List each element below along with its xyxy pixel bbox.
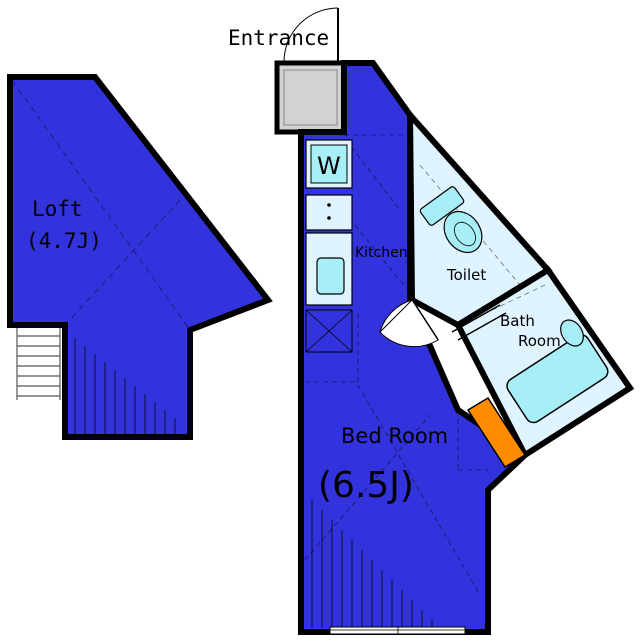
storage-closet xyxy=(466,396,527,469)
bedroom-window xyxy=(329,626,466,635)
main-unit xyxy=(298,60,530,635)
bedroom-size-label: (6.5J) xyxy=(318,465,414,506)
toilet-tank xyxy=(419,186,465,226)
loft-area xyxy=(7,74,273,440)
refrigerator-space xyxy=(305,309,353,353)
kitchen-sink xyxy=(316,257,345,295)
loft-ladder xyxy=(16,328,61,400)
loft-hatching xyxy=(74,338,176,434)
bath-label-line2: Room xyxy=(518,332,561,350)
loft-label: Loft xyxy=(32,197,83,221)
entrance-floor xyxy=(274,60,347,135)
toilet-bowl xyxy=(443,210,483,254)
loft-floor xyxy=(7,74,273,440)
bedroom-label: Bed Room xyxy=(341,424,448,448)
kitchen-label: Kitchen xyxy=(355,245,408,261)
entrance-door-swing xyxy=(283,7,339,63)
wash-basin xyxy=(560,319,584,347)
washer-mark: W xyxy=(317,152,341,180)
bath-label-line1: Bath xyxy=(500,312,535,330)
bedroom-hatching xyxy=(311,500,433,628)
stove xyxy=(305,194,353,231)
wet-areas xyxy=(406,107,635,460)
toilet-door xyxy=(379,299,439,348)
toilet-label: Toilet xyxy=(446,266,486,284)
loft-size-label: (4.7J) xyxy=(26,229,102,253)
bathtub xyxy=(506,334,609,424)
entrance-label: Entrance xyxy=(228,26,329,50)
kitchen-counter: W xyxy=(305,139,353,353)
bath-door xyxy=(451,304,501,333)
